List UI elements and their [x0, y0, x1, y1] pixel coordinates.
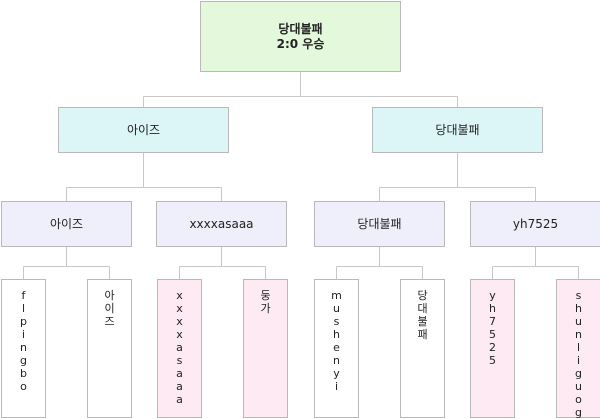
entrant-name-char: n	[333, 354, 340, 367]
entrant-name-char: i	[21, 328, 26, 341]
entrant-name-char: i	[334, 380, 339, 393]
entrant-name-char: e	[333, 341, 340, 354]
entrant-name-char: n	[575, 328, 582, 341]
entrant-name-char: h	[489, 302, 496, 315]
connector-final-left	[66, 153, 222, 201]
semifinal-node-4: yh7525	[470, 201, 600, 247]
connector-semi-3	[336, 247, 423, 279]
connector-semi-4	[492, 247, 579, 279]
connector-champion-finals	[143, 72, 458, 107]
entrant-name-char: n	[20, 341, 27, 354]
champion-team: 당대불패	[278, 21, 323, 36]
entrant-name-char: x	[176, 328, 183, 341]
final-node-left: 아이즈	[58, 107, 229, 153]
entrant-name-char: 5	[489, 328, 496, 341]
entrant-name-char: l	[576, 341, 581, 354]
entrant-name-char: 불	[417, 315, 428, 328]
entrant-name-char: x	[176, 302, 183, 315]
semifinal-team-1: 아이즈	[49, 216, 84, 231]
entrant-name-char: s	[176, 354, 183, 367]
connector-semi-2	[179, 247, 266, 279]
entrant-name-char: a	[176, 341, 183, 354]
connector-final-right	[379, 153, 536, 201]
entrant-name-char: g	[20, 354, 27, 367]
entrant-name-char: y	[489, 289, 496, 302]
entrant-name-char: 즈	[104, 315, 115, 328]
entrant-name-char: l	[21, 302, 26, 315]
entrant-name-char: a	[176, 393, 183, 406]
entrant-name-char: a	[176, 380, 183, 393]
entrant-name-char: i	[576, 354, 581, 367]
entrant-name-char: p	[20, 315, 27, 328]
entrant-name-char: 패	[417, 328, 428, 341]
final-team-left: 아이즈	[126, 122, 161, 137]
entrant-name-char: f	[21, 289, 26, 302]
entrant-name-char: o	[575, 393, 582, 406]
entrant-name-char: 2	[489, 341, 496, 354]
semifinal-node-2: xxxxasaaa	[156, 201, 287, 247]
entrant-name-char: u	[575, 315, 582, 328]
entrant-name-char: u	[333, 302, 340, 315]
entrant-name-char: a	[176, 367, 183, 380]
final-team-right: 당대불패	[435, 122, 480, 137]
entrant-name-char: s	[575, 289, 582, 302]
entrant-name-char: h	[333, 328, 340, 341]
entrant-name-char: 가	[260, 302, 271, 315]
entrant-name-char: 5	[489, 354, 496, 367]
semifinal-node-3: 당대불패	[314, 201, 445, 247]
entrant-name-char: 아	[104, 289, 115, 302]
entrant-name-char: g	[575, 367, 582, 380]
entrant-name-char: 이	[104, 302, 115, 315]
entrant-name-char: y	[333, 367, 340, 380]
entrant-name-char: 7	[489, 315, 496, 328]
semifinal-team-3: 당대불패	[357, 216, 402, 231]
entrant-name-char: u	[575, 380, 582, 393]
semifinal-team-2: xxxxasaaa	[189, 216, 254, 231]
entrant-name-char: g	[575, 406, 582, 419]
entrant-name-char: 당	[417, 289, 428, 302]
connector-semi-1	[23, 247, 110, 279]
entrant-name-char: x	[176, 315, 183, 328]
entrant-name-char: h	[575, 302, 582, 315]
entrant-name-char: b	[20, 367, 27, 380]
entrant-name-char: x	[176, 289, 183, 302]
entrant-name-char: o	[20, 380, 27, 393]
champion-score: 2:0 우승	[276, 36, 325, 51]
entrant-name-char: m	[331, 289, 342, 302]
final-node-right: 당대불패	[372, 107, 543, 153]
entrant-name-char: 둥	[260, 289, 271, 302]
champion-node: 당대불패 2:0 우승	[200, 1, 401, 72]
entrant-name-char: 대	[417, 302, 428, 315]
semifinal-team-4: yh7525	[512, 216, 559, 231]
semifinal-node-1: 아이즈	[1, 201, 132, 247]
entrant-name-char: s	[333, 315, 340, 328]
